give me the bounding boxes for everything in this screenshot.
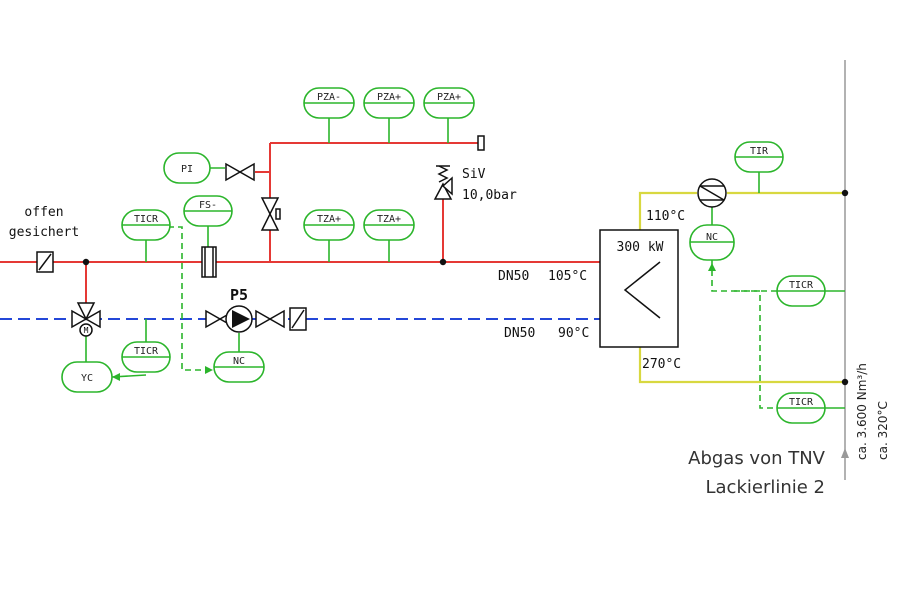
pza-plus-bubble-2: PZA+ (423, 87, 475, 119)
ticr-right-bottom-bubble: TICR (776, 392, 826, 424)
label-temp-return: 90°C (558, 326, 589, 341)
flow-arrow (841, 448, 849, 458)
svg-text:TICR: TICR (134, 346, 159, 357)
pza-plus-bubble-1: PZA+ (363, 87, 415, 119)
nc-pump-bubble: NC (213, 351, 265, 383)
svg-text:TICR: TICR (789, 280, 814, 291)
tir-bubble: TIR (734, 141, 784, 173)
junction-dot (841, 189, 849, 197)
yc-bubble: YC (61, 361, 113, 393)
exhaust-lines (638, 191, 845, 384)
header-end-cap (477, 135, 485, 151)
label-temp-hx-top: 110°C (646, 209, 685, 224)
label-temp-hx-bottom: 270°C (642, 357, 681, 372)
pi-bubble: PI (163, 152, 211, 184)
safety-valve (433, 165, 453, 200)
label-dn50-supply: DN50 (498, 269, 529, 284)
label-abgas-line1: Abgas von TNV (688, 448, 826, 469)
nc-fan-bubble: NC (689, 224, 735, 261)
label-offen: offen (24, 205, 63, 220)
ticr-bottom-bubble: TICR (121, 341, 171, 373)
svg-text:NC: NC (233, 356, 245, 367)
svg-text:PI: PI (181, 164, 193, 175)
pza-minus-bubble: PZA- (303, 87, 355, 119)
label-gesichert: gesichert (9, 225, 79, 240)
three-way-valve: M (71, 302, 101, 337)
label-flow-temp: ca. 320°C (876, 401, 890, 460)
check-valve-supply (36, 251, 54, 273)
fs-minus-bubble: FS- (183, 195, 233, 227)
ticr-right-top-bubble: TICR (776, 275, 826, 307)
riser-valve (260, 197, 281, 231)
flow-element (201, 246, 217, 278)
junction-dot (439, 258, 447, 266)
tza-plus-bubble-1: TZA+ (303, 209, 355, 241)
svg-text:TZA+: TZA+ (317, 214, 341, 225)
exhaust-fan (697, 178, 727, 208)
heat-exchanger (599, 229, 679, 348)
svg-text:NC: NC (706, 232, 718, 243)
label-dn50-return: DN50 (504, 326, 535, 341)
pi-valve (225, 162, 255, 182)
label-siv-pressure: 10,0bar (462, 188, 517, 203)
svg-text:PZA+: PZA+ (437, 92, 461, 103)
junction-dot (82, 258, 90, 266)
svg-text:FS-: FS- (199, 200, 217, 211)
svg-text:PZA+: PZA+ (377, 92, 401, 103)
label-flow-rate: ca. 3.600 Nm³/h (855, 363, 869, 460)
tza-plus-bubble-2: TZA+ (363, 209, 415, 241)
instrument-connections (85, 118, 845, 409)
ticr-left-bubble: TICR (121, 209, 171, 241)
check-valve-return (289, 307, 307, 331)
svg-text:TZA+: TZA+ (377, 214, 401, 225)
svg-text:PZA-: PZA- (317, 92, 341, 103)
label-siv: SiV (462, 167, 486, 182)
svg-text:M: M (84, 326, 89, 335)
label-hx-power: 300 kW (617, 240, 664, 255)
svg-text:TICR: TICR (789, 397, 814, 408)
pump-p5 (205, 305, 285, 333)
svg-text:YC: YC (81, 373, 93, 384)
label-temp-supply: 105°C (548, 269, 587, 284)
junction-dot (841, 378, 849, 386)
svg-text:TIR: TIR (750, 146, 769, 157)
svg-text:TICR: TICR (134, 214, 159, 225)
pump-label: P5 (230, 286, 248, 304)
label-abgas-line2: Lackierlinie 2 (705, 477, 825, 498)
